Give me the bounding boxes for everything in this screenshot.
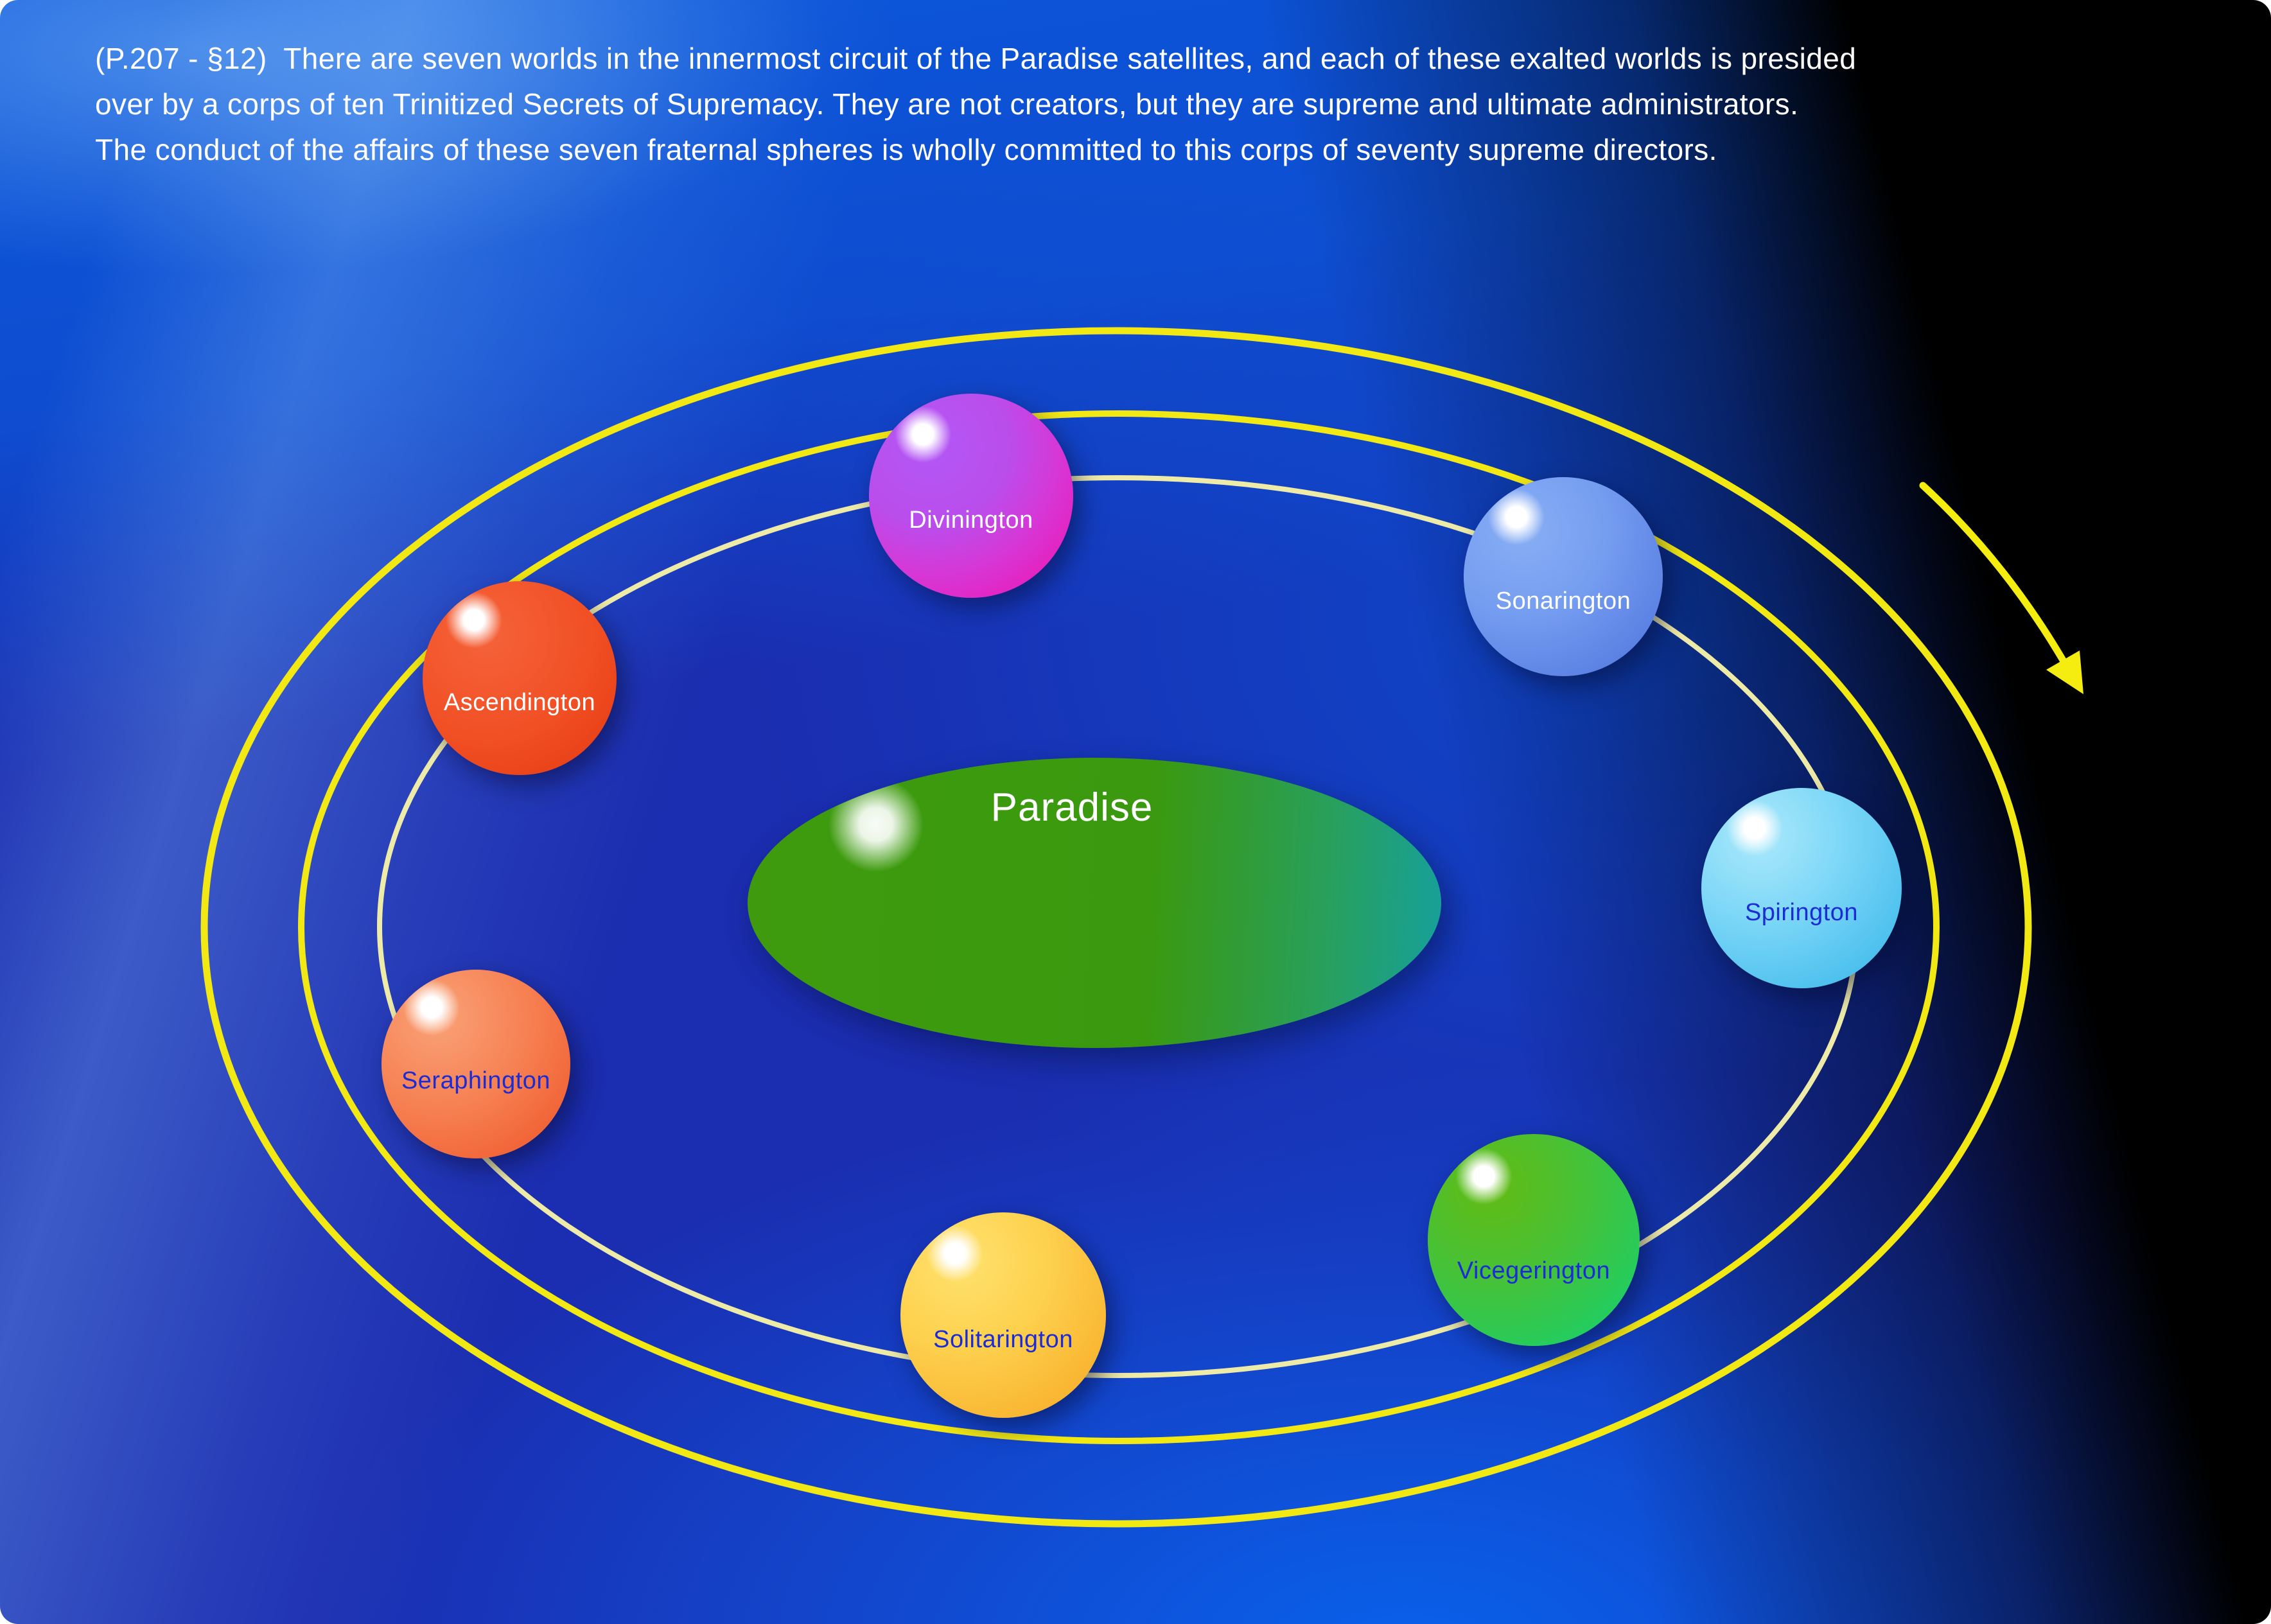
- world-label-solitarington: Solitarington: [933, 1325, 1073, 1353]
- caption-text-block: (P.207 - §12) There are seven worlds in …: [95, 36, 1856, 173]
- world-spirington: Spirington: [1701, 788, 1902, 988]
- caption-line-1: (P.207 - §12) There are seven worlds in …: [95, 42, 1857, 75]
- world-solitarington: Solitarington: [900, 1212, 1106, 1418]
- direction-arrow-head-icon: [2046, 650, 2083, 694]
- orbit-ellipse-middle: [298, 410, 1940, 1444]
- world-ascendington: Ascendington: [423, 581, 617, 775]
- world-seraphington: Seraphington: [381, 970, 570, 1158]
- world-sonarington: Sonarington: [1464, 477, 1663, 676]
- caption-line-2: over by a corps of ten Trinitized Secret…: [95, 87, 1799, 121]
- world-label-spirington: Spirington: [1744, 898, 1859, 926]
- world-divinington: Divinington: [869, 394, 1073, 598]
- world-label-vicegerington: Vicegerington: [1457, 1257, 1611, 1284]
- caption-line-3: The conduct of the affairs of these seve…: [95, 133, 1717, 166]
- world-label-seraphington: Seraphington: [401, 1067, 551, 1094]
- paradise-ellipse: Paradise: [748, 758, 1441, 1048]
- paradise-label: Paradise: [990, 785, 1153, 830]
- world-label-ascendington: Ascendington: [443, 688, 596, 716]
- world-vicegerington: Vicegerington: [1428, 1134, 1640, 1346]
- orbit-ellipse-outer: [200, 327, 2032, 1528]
- world-label-sonarington: Sonarington: [1495, 587, 1631, 615]
- world-label-divinington: Divinington: [909, 506, 1033, 534]
- direction-arrow-shaft: [1919, 482, 2067, 664]
